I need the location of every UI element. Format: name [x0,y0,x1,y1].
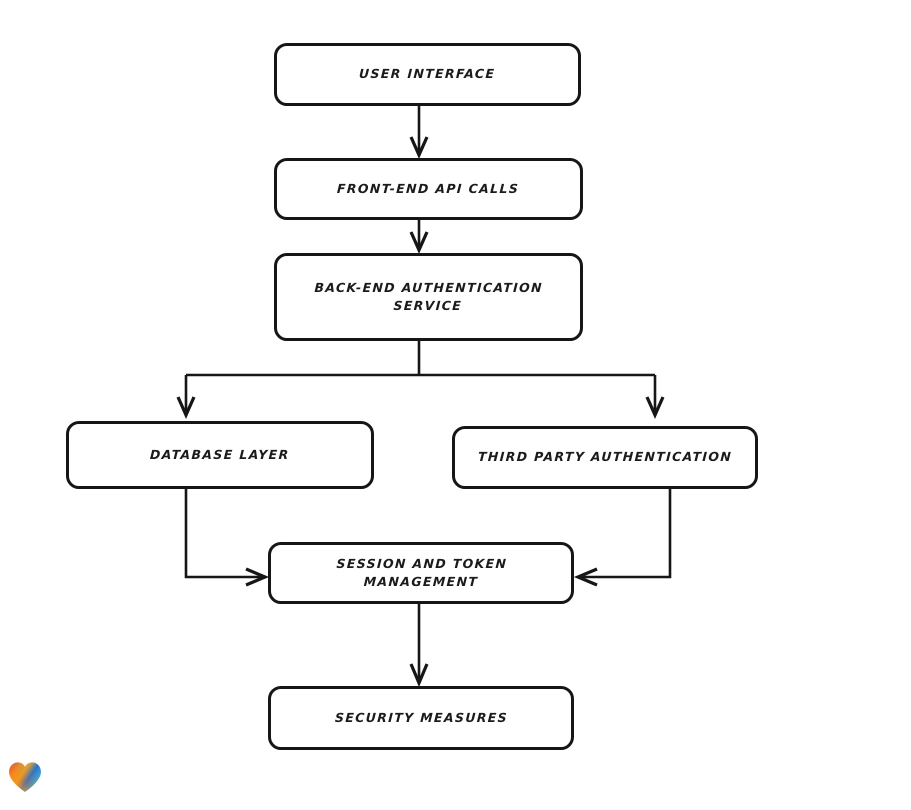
arrowhead-ui-to-frontend [409,136,429,159]
node-user-interface[interactable]: User Interface [274,43,581,106]
node-label: Third Party Authentication [477,449,733,465]
edge-thirdparty-to-session [580,489,672,579]
node-session-and-token-management[interactable]: Session and Token Management [268,542,574,604]
arrowhead-database-to-session [245,567,270,587]
edge-database-to-session [184,489,262,579]
arrowhead-thirdparty-to-session [573,567,598,587]
node-database-layer[interactable]: Database Layer [66,421,374,489]
node-front-end-api-calls[interactable]: Front-End API Calls [274,158,583,220]
node-label: Session and Token Management [335,555,508,589]
heart-icon [9,762,41,792]
node-label: Security Measures [334,709,508,725]
node-label: Back-End Authentication Service [314,279,544,313]
arrowhead-session-to-security [409,663,429,688]
node-label: User Interface [358,66,497,82]
node-security-measures[interactable]: Security Measures [268,686,574,750]
arrowhead-fork-to-database [176,396,196,419]
node-label: Database Layer [149,446,291,462]
arrowhead-fork-to-thirdparty [645,396,665,419]
node-back-end-authentication-service[interactable]: Back-End Authentication Service [274,253,583,341]
arrowhead-frontend-to-backend [409,231,429,254]
node-label: Front-End API Calls [337,180,520,196]
node-third-party-authentication[interactable]: Third Party Authentication [452,426,758,489]
